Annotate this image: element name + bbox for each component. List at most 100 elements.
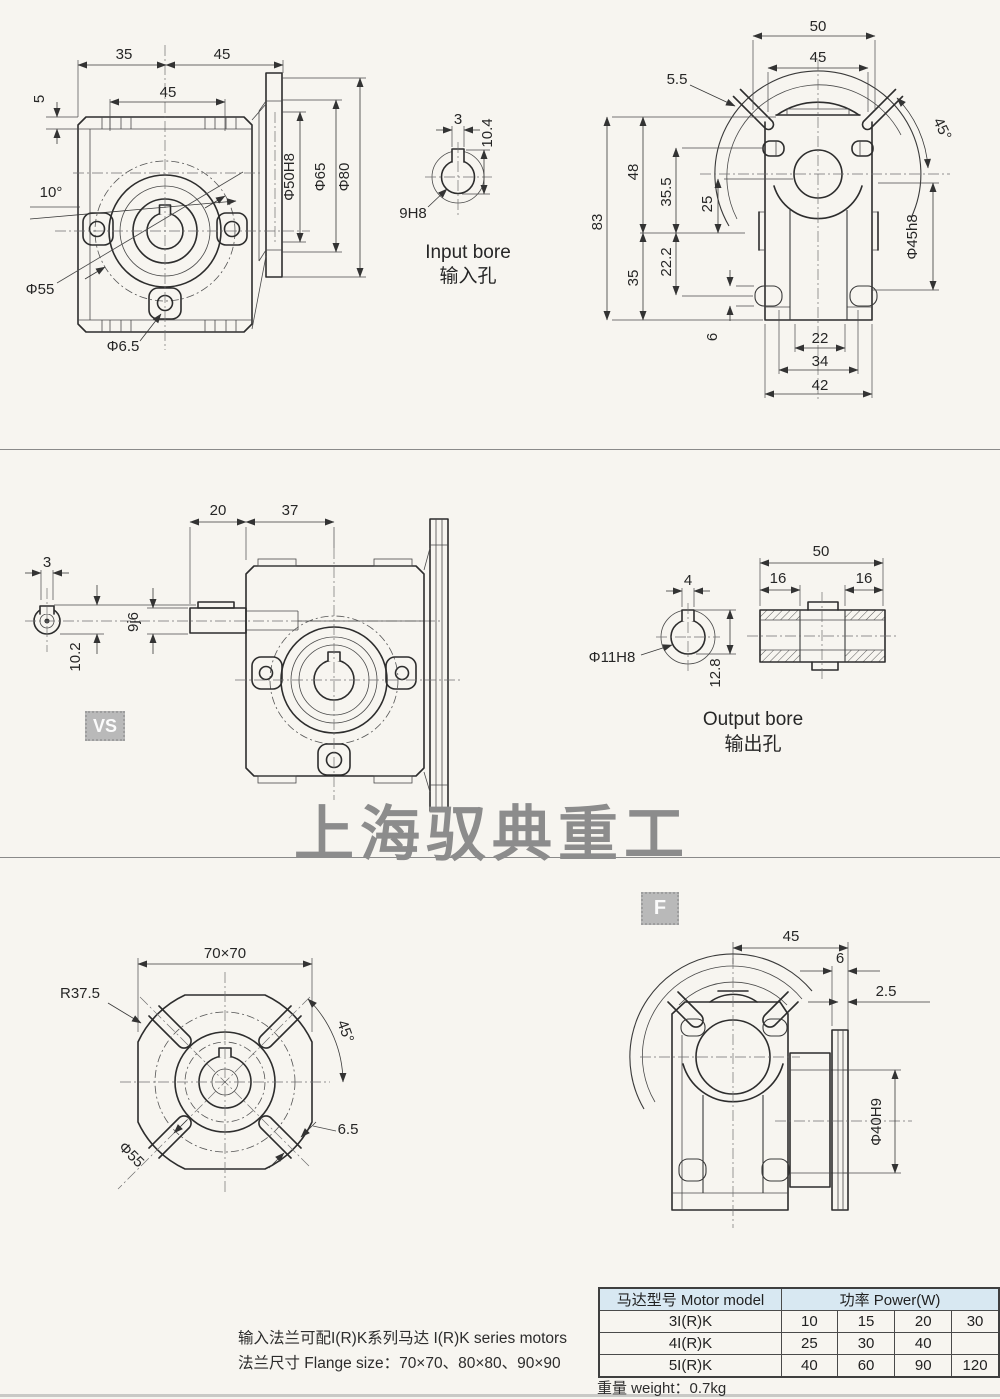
table-row: 5I(R)K 40 60 90 120 bbox=[598, 1354, 1000, 1378]
flange-plate-side bbox=[265, 72, 283, 278]
cell-power bbox=[951, 1332, 1000, 1355]
dim-label: 45° bbox=[929, 115, 954, 143]
foot-slot bbox=[761, 1158, 790, 1182]
dim-label: 9j6 bbox=[125, 612, 142, 632]
bolt-ear bbox=[216, 212, 248, 246]
dim-label: 16 bbox=[856, 570, 873, 587]
dim-label: 6 bbox=[836, 950, 844, 967]
dim-label: Φ80 bbox=[336, 163, 353, 192]
dim-label: 37 bbox=[282, 502, 299, 519]
flange-slot bbox=[148, 1005, 192, 1049]
cell-power: 30 bbox=[951, 1310, 1000, 1333]
bolt-ear bbox=[251, 656, 283, 690]
dim-label: 45 bbox=[810, 49, 827, 66]
flange-slot bbox=[732, 88, 775, 131]
flange-outline bbox=[137, 994, 313, 1170]
input-shaft bbox=[189, 607, 247, 634]
dim-label: 5 bbox=[31, 95, 48, 103]
foot-slot bbox=[754, 285, 783, 307]
output-bore-detail: 4 Φ11H8 12.8 50 16 16 Output bore 输出孔 bbox=[589, 543, 897, 755]
bottom-edge-band bbox=[0, 1394, 1000, 1397]
cell-model: 5I(R)K bbox=[598, 1354, 782, 1378]
cell-power: 40 bbox=[781, 1354, 838, 1378]
dim-label: 34 bbox=[812, 353, 829, 370]
dim-label: Φ11H8 bbox=[589, 649, 636, 666]
header-power: 功率 Power(W) bbox=[781, 1287, 1000, 1311]
bolt-ear bbox=[762, 1018, 788, 1037]
dim-label: Φ65 bbox=[312, 163, 329, 192]
body-outline bbox=[671, 1001, 789, 1211]
dim-label: Φ55 bbox=[26, 281, 55, 298]
dim-label: 35.5 bbox=[658, 177, 675, 206]
dim-label: 22.2 bbox=[658, 247, 675, 276]
f-view: 45 6 2.5 Φ40H9 bbox=[629, 928, 930, 1228]
section-divider bbox=[0, 449, 1000, 450]
dim-label: R37.5 bbox=[60, 985, 100, 1002]
dim-label: 48 bbox=[625, 164, 642, 181]
dim-label: 6 bbox=[704, 333, 721, 341]
output-boss bbox=[789, 1052, 831, 1188]
cell-power: 60 bbox=[836, 1354, 896, 1378]
dim-label: 4 bbox=[684, 572, 692, 589]
dim-label: 10.4 bbox=[479, 118, 496, 147]
cell-power: 15 bbox=[836, 1310, 896, 1333]
dim-label: 35 bbox=[625, 270, 642, 287]
dim-label: 20 bbox=[210, 502, 227, 519]
front-view: 35 45 45 5 10° Φ55 Φ6.5 Φ50H8 Φ65 Φ80 bbox=[26, 45, 366, 355]
dim-label: Φ55 bbox=[115, 1139, 147, 1171]
dim-label: 10.2 bbox=[67, 642, 84, 671]
dim-label: 3 bbox=[43, 554, 51, 571]
shaft-key bbox=[197, 601, 235, 609]
dim-label: 22 bbox=[812, 330, 829, 347]
view-title-zh: 输入孔 bbox=[439, 265, 496, 287]
dim-label: 9H8 bbox=[399, 205, 427, 222]
dim-label: 6.5 bbox=[338, 1121, 359, 1138]
rear-view: 50 45 5.5 45° 83 48 35.5 25 22.2 35 6 22… bbox=[589, 18, 955, 400]
cell-power: 40 bbox=[894, 1332, 953, 1355]
input-bore-detail: 3 10.4 9H8 Input bore 输入孔 bbox=[399, 111, 511, 287]
gearbox-body-outline bbox=[77, 116, 253, 333]
note-line-1: 输入法兰可配I(R)K系列马达 I(R)K series motors bbox=[238, 1330, 567, 1347]
dim-label: 10° bbox=[40, 184, 63, 201]
cell-power: 20 bbox=[894, 1310, 953, 1333]
dim-label: 12.8 bbox=[707, 658, 724, 687]
flange-slot bbox=[762, 991, 799, 1028]
dim-label: 83 bbox=[589, 214, 606, 231]
view-title-zh: 输出孔 bbox=[724, 733, 781, 755]
bolt-ear bbox=[762, 140, 785, 157]
flange-plate-side bbox=[429, 518, 449, 812]
bolt-ear bbox=[851, 140, 874, 157]
dim-label: 25 bbox=[699, 196, 716, 213]
dim-label: 45 bbox=[214, 46, 231, 63]
table-row: 3I(R)K 10 15 20 30 bbox=[598, 1310, 1000, 1333]
view-title-en: Output bore bbox=[703, 709, 803, 730]
dim-label: Φ45h8 bbox=[904, 214, 921, 259]
dim-label: 70×70 bbox=[204, 945, 246, 962]
body-outline bbox=[764, 114, 873, 321]
cell-model: 3I(R)K bbox=[598, 1310, 782, 1333]
foot-slot bbox=[678, 1158, 707, 1182]
view-title-en: Input bore bbox=[425, 242, 511, 263]
dim-label: 35 bbox=[116, 46, 133, 63]
flange-view: 70×70 R37.5 45° 6.5 Φ55 bbox=[60, 945, 358, 1192]
dim-label: 45 bbox=[160, 84, 177, 101]
table-row: 4I(R)K 25 30 40 bbox=[598, 1332, 1000, 1355]
vs-view: 3 10.2 20 37 9j6 bbox=[25, 502, 460, 812]
flange-slot bbox=[861, 88, 904, 131]
foot-slot bbox=[849, 285, 878, 307]
watermark-text: 上海驭典重工 bbox=[294, 801, 690, 868]
flange-notes: 输入法兰可配I(R)K系列马达 I(R)K series motors 法兰尺寸… bbox=[238, 1326, 567, 1376]
cell-model: 4I(R)K bbox=[598, 1332, 782, 1355]
dim-label: 16 bbox=[770, 570, 787, 587]
dim-label: 45 bbox=[783, 928, 800, 945]
flange-slot bbox=[667, 991, 704, 1028]
vs-view-tag: VS bbox=[85, 711, 125, 741]
note-line-2: 法兰尺寸 Flange size：70×70、80×80、90×90 bbox=[238, 1355, 561, 1372]
cell-power: 90 bbox=[894, 1354, 953, 1378]
body-outline bbox=[245, 565, 425, 777]
weight-note: 重量 weight：0.7kg bbox=[597, 1380, 727, 1397]
f-view-tag: F bbox=[641, 892, 679, 925]
dim-label: 5.5 bbox=[667, 71, 688, 88]
